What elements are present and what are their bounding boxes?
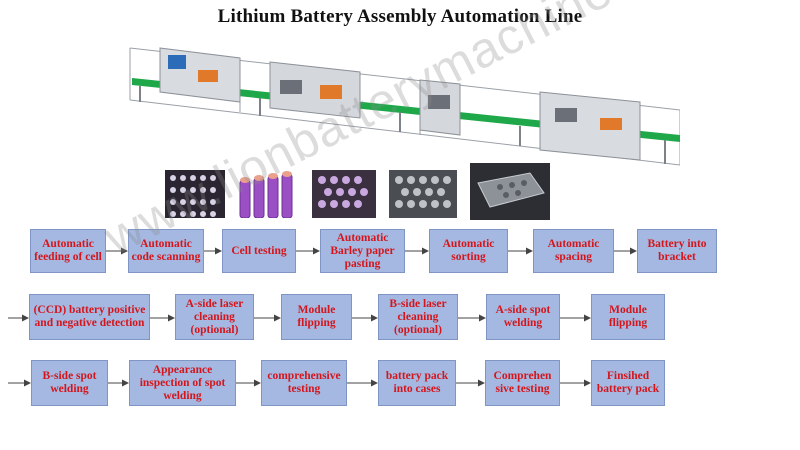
diagram-title: Lithium Battery Assembly Automation Line: [217, 6, 583, 27]
machine-station-2: [269, 61, 361, 119]
machine-station-3: [419, 79, 461, 136]
step-ccd-detection: (CCD) battery positive and negative dete…: [29, 294, 150, 340]
step-code-scanning: Automatic code scanning: [128, 229, 204, 273]
step-battery-into-bracket: Battery into bracket: [637, 229, 717, 273]
step-battery-pack-into-cases: battery pack into cases: [378, 360, 456, 406]
step-module-flipping-2: Module flipping: [591, 294, 665, 340]
step-automatic-spacing: Automatic spacing: [533, 229, 614, 273]
step-automatic-sorting: Automatic sorting: [429, 229, 508, 273]
step-b-side-laser-cleaning: B-side laser cleaning (optional): [378, 294, 458, 340]
step-comprehensive-testing-1: comprehensive testing: [261, 360, 347, 406]
step-automatic-feeding: Automatic feeding of cell: [30, 229, 106, 273]
cylindrical-cells-photo: [236, 170, 300, 218]
step-module-flipping-1: Module flipping: [281, 294, 352, 340]
welded-module-photo: [389, 170, 457, 218]
step-b-side-spot-welding: B-side spot welding: [31, 360, 108, 406]
step-comprehensive-testing-2: Comprehen sive testing: [485, 360, 560, 406]
step-a-side-laser-cleaning: A-side laser cleaning (optional): [175, 294, 254, 340]
cell-grid-photo: [165, 170, 225, 218]
step-cell-testing: Cell testing: [222, 229, 296, 273]
assembly-line-illustration: [129, 47, 680, 166]
step-a-side-spot-welding: A-side spot welding: [486, 294, 560, 340]
step-finished-battery-pack: Finsihed battery pack: [591, 360, 665, 406]
machine-station-1: [159, 47, 241, 103]
battery-pack-photo: [470, 163, 550, 220]
machine-station-4: [539, 91, 641, 161]
step-barley-paper-pasting: Automatic Barley paper pasting: [320, 229, 405, 273]
step-appearance-inspection: Appearance inspection of spot welding: [129, 360, 236, 406]
cells-in-bracket-photo: [312, 170, 376, 218]
